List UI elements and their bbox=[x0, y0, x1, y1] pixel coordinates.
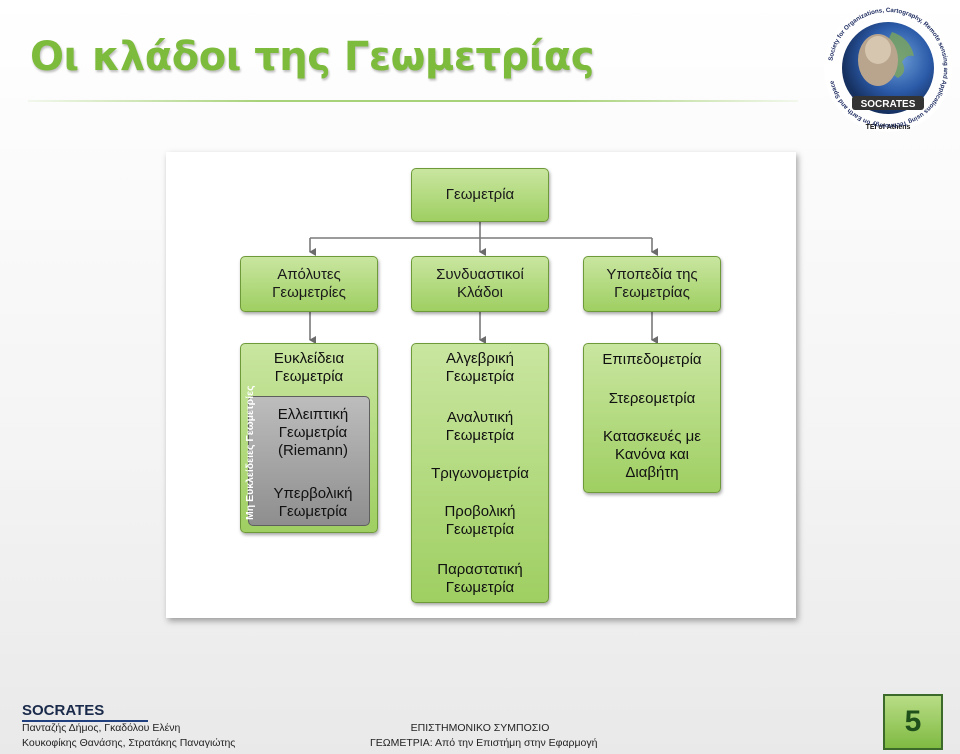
text-descriptive-geometry: Παραστατική Γεωμετρία bbox=[437, 561, 523, 596]
text-analytic-geometry: Αναλυτική Γεωμετρία bbox=[445, 409, 515, 444]
title-underline bbox=[28, 100, 798, 102]
footer-event-line2: ΓΕΩΜΕΤΡΙΑ: Από την Επιστήμη στην Εφαρμογ… bbox=[370, 737, 598, 749]
text-trigonometry: Τριγωνομετρία bbox=[431, 465, 529, 482]
text-plane-geometry: Επιπεδομετρία bbox=[602, 351, 702, 368]
footer-brand: SOCRATES bbox=[22, 702, 105, 719]
text-projective-geometry: Προβολική Γεωμετρία bbox=[444, 503, 516, 538]
logo-badge-bg bbox=[852, 96, 924, 110]
node-combinatorial-branches: Συνδυαστικοί Κλάδοι bbox=[411, 256, 549, 312]
text-hyperbolic-geometry: Υπερβολική Γεωμετρία bbox=[273, 485, 353, 520]
node-absolute-geometries: Απόλυτες Γεωμετρίες bbox=[240, 256, 378, 312]
socrates-logo: SOCRATES TEI of Athens Society for Organ… bbox=[824, 4, 952, 132]
non-euclidean-box bbox=[248, 396, 370, 526]
text-euclidean-geometry: Ευκλείδεια Γεωμετρία bbox=[273, 350, 345, 385]
text-elliptic-geometry: Ελλειπτική Γεωμετρία (Riemann) bbox=[277, 406, 349, 459]
text-algebraic-geometry: Αλγεβρική Γεωμετρία bbox=[445, 350, 515, 385]
text-solid-geometry: Στερεομετρία bbox=[608, 390, 696, 407]
footer-event-line1: ΕΠΙΣΤΗΜΟΝΙΚΟ ΣΥΜΠΟΣΙΟ bbox=[410, 722, 550, 734]
node-root-geometry: Γεωμετρία bbox=[411, 168, 549, 222]
non-euclidean-vertical-label: Μη Ευκλείδειες Γεωμετρίες bbox=[244, 385, 256, 520]
footer-authors-line2: Κουκοφίκης Θανάσης, Στρατάκης Παναγιώτης bbox=[22, 737, 236, 749]
slide-title: Οι κλάδοι της Γεωμετρίας bbox=[30, 34, 595, 80]
footer-authors-line1: Πανταζής Δήμος, Γκαδόλου Ελένη bbox=[22, 722, 181, 734]
node-geometry-subfields: Υποπεδία της Γεωμετρίας bbox=[583, 256, 721, 312]
footer-brand-underline bbox=[22, 720, 148, 722]
logo-badge-text: SOCRATES bbox=[861, 99, 916, 110]
node-combinatorial-group bbox=[411, 343, 549, 603]
page-number: 5 bbox=[883, 694, 943, 750]
logo-subtitle: TEI of Athens bbox=[866, 124, 911, 131]
text-ruler-compass-constructions: Κατασκευές με Κανόνα και Διαβήτη bbox=[603, 428, 701, 481]
node-subfields-group bbox=[583, 343, 721, 493]
